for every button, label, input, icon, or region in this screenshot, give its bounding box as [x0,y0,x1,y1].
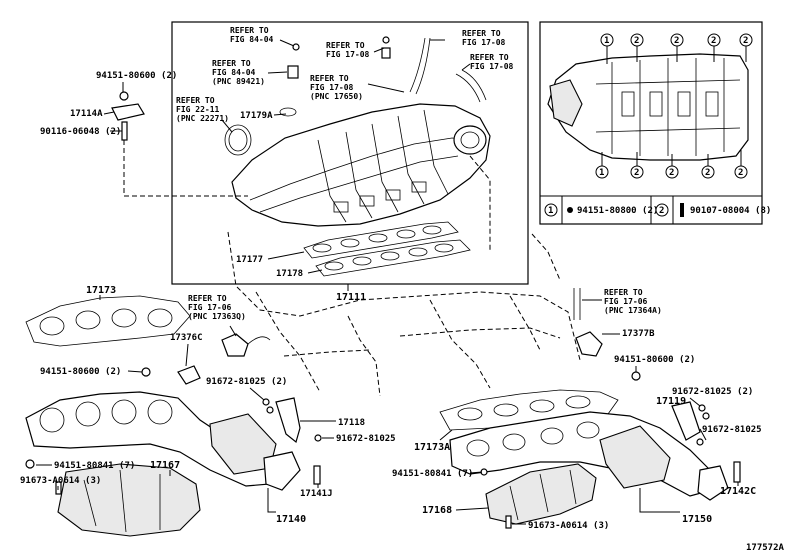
legend-callouts [601,46,747,166]
part-91673-a0614-right[interactable]: 91673-A0614 (3) [528,521,609,531]
callout-number: 1 [604,36,609,46]
part-91672-81025-2-right[interactable]: 91672-81025 (2) [672,387,753,397]
callout-circle [701,165,715,179]
right-exhaust-manifold-17150 [449,411,741,501]
part-17111[interactable]: 17111 [336,292,366,303]
part-17119[interactable]: 17119 [656,396,686,407]
right-exhaust-gasket-17173a [439,389,619,431]
part-17376c[interactable]: 17376C [170,333,203,343]
legend-entry1-num: 1 [548,206,553,216]
part-91672-81025-right[interactable]: 91672-81025 [702,425,762,435]
legend-entry2-num: 2 [659,206,664,216]
part-91673-a0614-left[interactable]: 91673-A0614 (3) [20,476,101,486]
left-heat-shield-17167 [57,463,201,537]
callout-circle [739,33,753,47]
callout-number: 2 [743,36,748,46]
callout-number: 2 [738,168,743,178]
intake-leaders [221,39,471,274]
throttle-dashed-leader [469,155,491,250]
right-small-parts [480,288,710,529]
legend-entry2-circle [655,203,669,217]
callout-circle [595,165,609,179]
left-exhaust-gasket-17173 [25,295,191,347]
callout-circle [630,165,644,179]
part-17140[interactable]: 17140 [276,514,306,525]
callout-number: 1 [599,168,604,178]
part-17142c[interactable]: 17142C [720,486,756,497]
part-17173[interactable]: 17173 [86,285,116,296]
part-17141j[interactable]: 17141J [300,489,333,499]
callout-number: 2 [705,168,710,178]
part-17178[interactable]: 17178 [276,269,303,279]
part-17179a[interactable]: 17179A [240,111,273,121]
manifold-top-view [547,53,749,161]
left-exhaust-manifold-17140 [25,391,321,491]
plate-17114a-drawing [103,82,145,141]
callout-circle [630,33,644,47]
nut-icon [567,207,573,213]
diagram-id: 177572A [746,543,785,553]
left-small-parts [25,333,322,495]
part-17168[interactable]: 17168 [422,505,452,516]
part-90116-06048[interactable]: 90116-06048 (2) [40,127,121,137]
dashed-leader-top-left [123,140,248,197]
part-17114a[interactable]: 17114A [70,109,103,119]
callout-circle [707,33,721,47]
engine-block-outline [227,231,581,397]
part-17377b[interactable]: 17377B [622,329,655,339]
legend-entry2-part[interactable]: 90107-08004 (8) [690,206,771,216]
part-17177[interactable]: 17177 [236,255,263,265]
callout-circles: 1 2 2 2 2 1 2 2 2 2 [595,33,753,179]
callout-number: 2 [674,36,679,46]
intake-gaskets [303,221,471,277]
callout-circle [734,165,748,179]
part-91672-81025-2-left[interactable]: 91672-81025 (2) [206,377,287,387]
legend-entry1-part[interactable]: 94151-80800 (2) [577,206,658,216]
part-17118[interactable]: 17118 [338,418,365,428]
callout-circle [600,33,614,47]
callout-circle [670,33,684,47]
part-94151-80841-left[interactable]: 94151-80841 (7) [54,461,135,471]
right-heat-shield-17168 [485,463,597,525]
legend-entry1-circle [544,203,558,217]
bolt-icon [680,203,684,217]
callout-number: 2 [634,168,639,178]
throttle-gasket [224,124,252,156]
part-94151-80600-right[interactable]: 94151-80600 (2) [614,355,695,365]
callout-number: 2 [711,36,716,46]
callout-number: 2 [634,36,639,46]
part-17167[interactable]: 17167 [150,460,180,471]
callout-circle [665,165,679,179]
part-91672-81025-left[interactable]: 91672-81025 [336,434,396,444]
intake-manifold-drawing [224,36,491,227]
part-94151-80600-top[interactable]: 94151-80600 (2) [96,71,177,81]
callout-number: 2 [669,168,674,178]
intake-manifold-frame [171,21,529,285]
part-17173a[interactable]: 17173A [414,442,450,453]
part-94151-80841-right[interactable]: 94151-80841 (7) [392,469,473,479]
part-17150[interactable]: 17150 [682,514,712,525]
part-94151-80600-left[interactable]: 94151-80600 (2) [40,367,121,377]
